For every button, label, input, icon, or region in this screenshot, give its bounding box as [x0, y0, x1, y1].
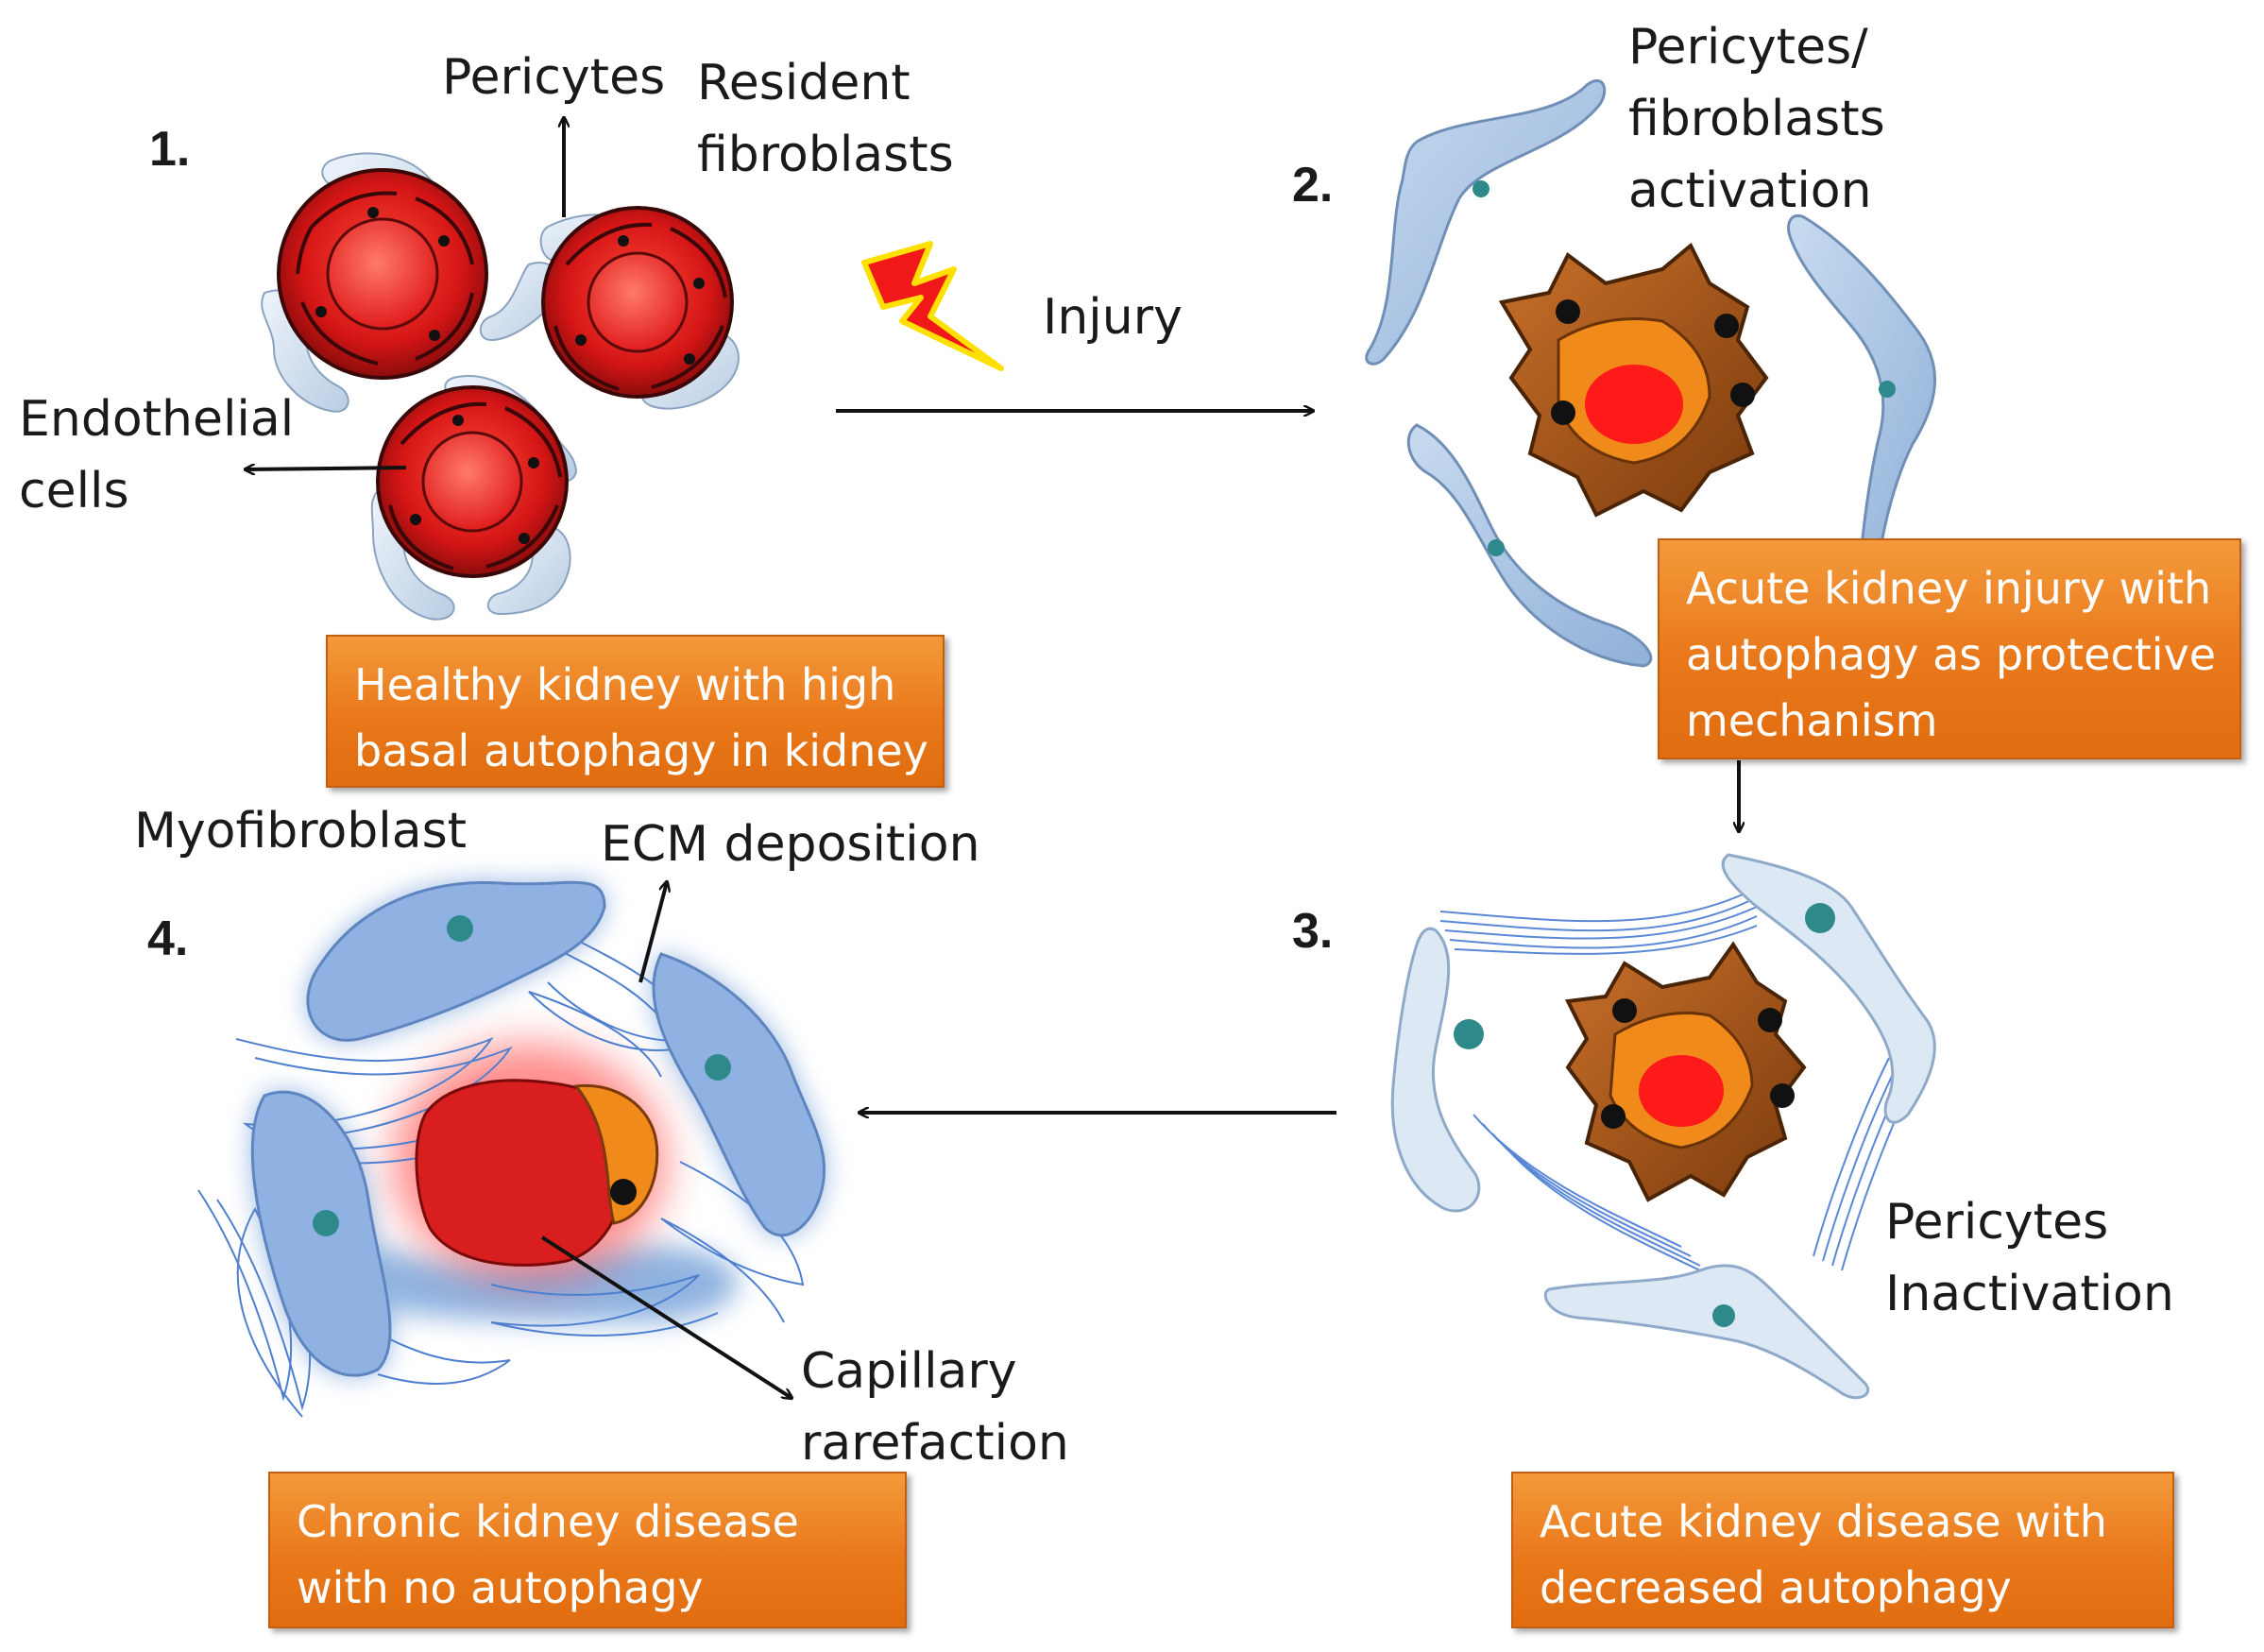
- endothelial-capillary: [376, 385, 569, 578]
- injured-endothelial-cell: [1564, 941, 1807, 1202]
- stage-3-number: 3.: [1292, 904, 1334, 959]
- chronic-kidney-disease-box: Chronic kidney disease with no autophagy: [268, 1472, 907, 1628]
- ecm-fibers: [1439, 887, 1918, 1276]
- ecm-pointer: [638, 882, 667, 983]
- capillary-pointer: [540, 1235, 792, 1398]
- pericytes-label: Pericytes: [442, 49, 666, 106]
- stage3-illustration: [1390, 853, 1936, 1400]
- stage-2-number: 2.: [1292, 158, 1334, 213]
- inactive-pericyte: [1543, 1264, 1869, 1400]
- activated-pericyte: [1406, 423, 1653, 668]
- stage2-illustration: [1365, 78, 1936, 668]
- injury-lightning-icon: [861, 241, 1004, 371]
- stage1-illustration: [246, 118, 740, 621]
- injured-endothelial-cell: [1498, 242, 1769, 518]
- myofibroblast-label: Myofibroblast: [134, 803, 468, 860]
- endothelial-capillary: [277, 168, 488, 380]
- ecm-deposition-label: ECM deposition: [601, 816, 980, 873]
- pericytes-inactivation-label: Pericytes Inactivation: [1885, 1194, 2174, 1322]
- myofibroblast-cell: [652, 952, 826, 1237]
- healthy-kidney-box: Healthy kidney with high basal autophagy…: [326, 635, 945, 788]
- myofibroblast-cell: [306, 880, 606, 1042]
- pericyte-cell: [486, 524, 571, 616]
- rarefied-capillary: [415, 1079, 659, 1267]
- capillary-rarefaction-label: Capillary rarefaction: [801, 1343, 1069, 1472]
- stage4-illustration: [197, 880, 826, 1418]
- injury-label: Injury: [1043, 289, 1183, 346]
- inactive-pericyte: [1390, 927, 1481, 1213]
- endothelial-capillary: [541, 206, 734, 399]
- endothelial-cells-label: Endothelial cells: [19, 391, 295, 519]
- acute-kidney-disease-box: Acute kidney disease with decreased auto…: [1511, 1472, 2174, 1628]
- acute-kidney-injury-box: Acute kidney injury with autophagy as pr…: [1658, 538, 2241, 759]
- resident-fibroblasts-label: Resident fibroblasts: [697, 55, 954, 183]
- activation-label: Pericytes/ fibroblasts activation: [1628, 19, 1885, 219]
- activated-pericyte: [1365, 78, 1607, 366]
- stage-4-number: 4.: [147, 911, 189, 966]
- endothelial-pointer: [246, 468, 407, 469]
- stage-1-number: 1.: [149, 122, 191, 177]
